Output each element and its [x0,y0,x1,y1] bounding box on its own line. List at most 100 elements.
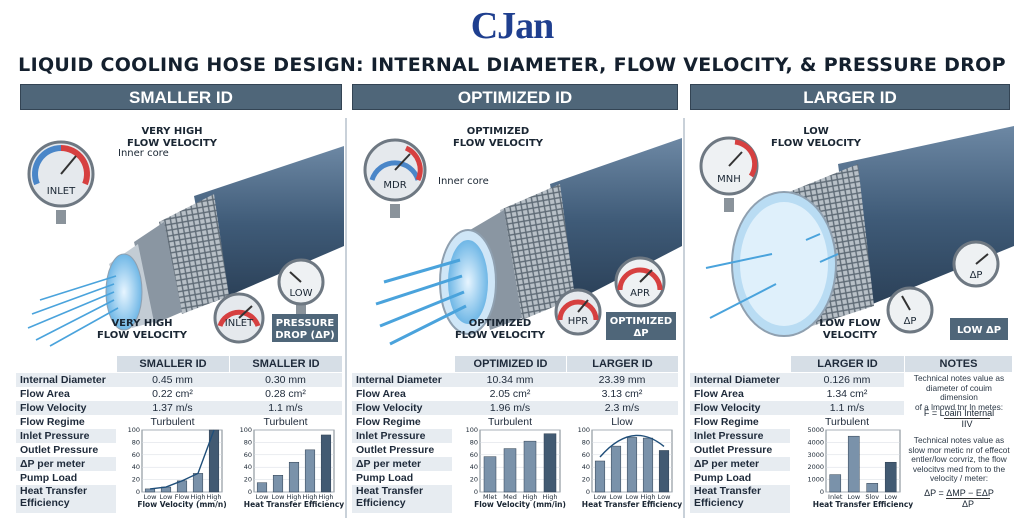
table-row: Internal Diameter 0.45 mm 0.30 mm [16,373,342,387]
brand-logo: CJan [470,5,555,47]
label-velocity-bottom-1: VERY HIGH [111,318,172,329]
table-row: Flow Area 2.05 cm² 3.13 cm² [356,388,643,400]
x-tick-label: Low [144,493,157,501]
label-velocity-top-2: FLOW VELOCITY [127,138,218,149]
y-tick-label: 0 [248,488,252,496]
table-row: Outlet Pressure [20,444,99,456]
panel-header-smaller-id: SMALLER ID [20,84,342,110]
table-row: Inlet Pressure [690,429,790,443]
x-tick-label: Low [884,493,897,501]
svg-text:LOW FLOW: LOW FLOW [819,318,880,329]
y-tick-label: 100 [128,426,140,434]
y-tick-label: 3000 [807,451,824,459]
panel-header-optimized-id: OPTIMIZED ID [352,84,678,110]
column-header: LARGER ID [790,356,904,372]
bar [884,461,897,493]
bar [192,473,204,493]
svg-text:APR: APR [630,288,650,299]
column-header: LARGER ID [566,356,678,372]
label-inner-core: Inner core [118,148,169,159]
x-tick-label: High [303,493,318,501]
y-tick-label: 0 [136,488,140,496]
y-tick-label: 80 [470,438,478,446]
braid-layer [159,194,229,314]
svg-text:HPR: HPR [568,316,589,327]
table-row: Flow Regime Turbulent Llow [356,416,633,428]
hose-illustration-optimized-id: MDR APR HPR OPTIMIZED ΔP OPTIMIZED FLOW … [350,114,682,354]
y-tick-label: 60 [582,451,590,459]
x-tick-label: Inlet [828,493,843,501]
x-tick-label: Slov [865,493,879,501]
y-tick-label: 80 [132,438,140,446]
hose-illustration-larger-id: MNH ΔP ΔP LOW ΔP LOW FLOW VELOCITY LOW F… [688,114,1014,354]
svg-text:LOW: LOW [290,288,313,299]
table-row: Pump Load [356,472,414,484]
middle-layer [134,222,182,324]
x-axis-label: Flow Velocity (mm/in) [474,500,566,509]
y-tick-label: 100 [240,426,252,434]
table-row: Internal Diameter 0.126 mm [690,373,904,387]
bar [543,433,557,493]
spec-table-smaller-id: SMALLER ID SMALLER ID Internal Diameter … [16,356,342,526]
svg-text:ΔP: ΔP [904,316,917,327]
bar [288,461,300,493]
x-tick-label: Flow [175,493,191,501]
y-tick-label: 40 [470,463,478,471]
svg-text:LOW: LOW [803,126,829,137]
low-dp-badge: LOW ΔP [950,318,1008,340]
table-row: Flow Velocity 1.96 m/s 2.3 m/s [352,401,678,415]
y-tick-label: 20 [470,476,478,484]
x-tick-label: High [191,493,206,501]
x-tick-label: High [641,493,656,501]
bar [304,449,316,493]
y-tick-label: 5000 [807,426,824,434]
bar [483,456,497,493]
column-header: OPTIMIZED ID [454,356,566,372]
bar [626,437,638,493]
svg-text:FLOW VELOCITY: FLOW VELOCITY [771,138,862,149]
gauge-icon-mdr: MDR [363,138,427,218]
spec-table-optimized-id: OPTIMIZED ID LARGER ID Internal Diameter… [352,356,678,526]
bar [610,445,622,493]
panel-divider [345,118,347,518]
table-row: Flow Area 1.34 cm² [694,388,868,400]
y-tick-label: 20 [132,476,140,484]
table-row: Outlet Pressure [356,444,435,456]
x-axis-label: Flow Velocity (mm/n) [137,500,226,509]
bar [658,450,670,493]
bar [866,483,879,493]
table-row: Internal Diameter 10.34 mm 23.39 mm [352,373,678,387]
table-row: Pump Load [20,472,78,484]
trend-line [599,434,665,458]
y-tick-label: 0 [820,488,824,496]
gauge-icon-mnh: MNH [699,136,759,212]
gauge-icon-low: LOW [277,258,325,316]
table-row: Flow Velocity 1.37 m/s 1.1 m/s [16,401,342,415]
column-header: SMALLER ID [116,356,229,372]
y-tick-label: 20 [582,476,590,484]
table-row: Inlet Pressure [352,429,452,443]
svg-text:OPTIMIZED: OPTIMIZED [469,318,531,329]
y-tick-label: 60 [244,451,252,459]
gauge-icon-apr: APR [614,256,666,308]
formula-top: F = Loain Internal IIV [923,408,995,429]
gauge-icon-hpr: HPR [554,288,602,336]
y-tick-label: 40 [132,463,140,471]
bar [272,475,284,493]
y-tick-label: 2000 [807,463,824,471]
svg-text:PRESSURE: PRESSURE [276,318,335,329]
table-row: Pump Load [694,472,752,484]
table-row: Flow Area 0.22 cm² 0.28 cm² [20,388,306,400]
panel-header-larger-id: LARGER ID [690,84,1010,110]
svg-text:OPTIMIZED: OPTIMIZED [610,316,672,327]
svg-text:MNH: MNH [717,174,741,185]
gauge-icon-inlet-bottom: INLET [213,292,265,344]
svg-text:ΔP: ΔP [633,328,648,339]
